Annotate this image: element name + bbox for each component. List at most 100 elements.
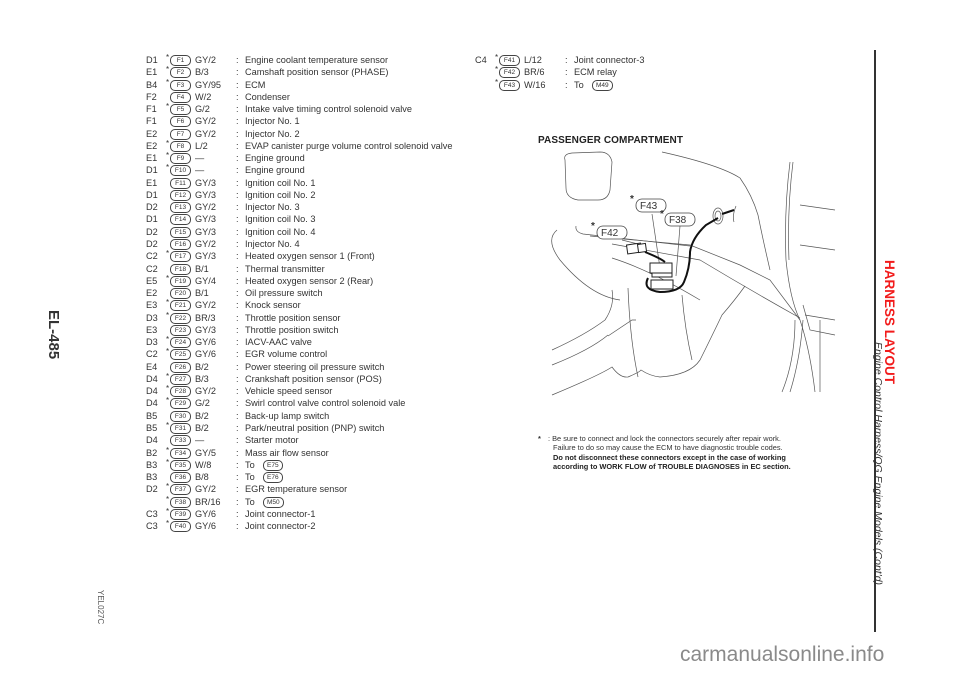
connector-badge: F10 [170, 165, 191, 177]
connector-description: Injector No. 3 [245, 202, 300, 213]
separator: : [236, 226, 239, 237]
connector-description: Swirl control valve control solenoid val… [245, 398, 406, 409]
separator: : [236, 484, 239, 495]
connector-badge: F21 [170, 300, 191, 312]
connector-description: ECM relay [574, 67, 617, 78]
note-line-3: Do not disconnect these connectors excep… [553, 452, 786, 462]
separator: : [236, 300, 239, 311]
connector-description: Vehicle speed sensor [245, 386, 333, 397]
connector-description: Power steering oil pressure switch [245, 361, 385, 372]
required-marker: * [166, 65, 170, 75]
wire-spec: GY/2 [195, 202, 216, 213]
separator: : [236, 202, 239, 213]
connector-description: Camshaft position sensor (PHASE) [245, 67, 389, 78]
connector-badge: F24 [170, 337, 191, 349]
grid-location: E3 [146, 300, 158, 311]
grid-location: E5 [146, 275, 158, 286]
grid-location: B3 [146, 472, 158, 483]
grid-location: C2 [146, 349, 158, 360]
separator: : [236, 165, 239, 176]
wire-spec: B/2 [195, 422, 209, 433]
note-line-4: according to WORK FLOW of TROUBLE DIAGNO… [553, 462, 791, 472]
wire-spec: GY/6 [195, 337, 216, 348]
connector-description: Condenser [245, 91, 290, 102]
connector-badge: F39 [170, 508, 191, 520]
separator: : [236, 177, 239, 188]
connector-description: Joint connector-3 [574, 55, 645, 65]
connector-badge: F27 [170, 373, 191, 385]
required-marker: * [166, 347, 170, 357]
connector-description: Park/neutral position (PNP) switch [245, 422, 385, 433]
diagram-title: PASSENGER COMPARTMENT [538, 135, 684, 146]
connector-description: To [245, 472, 255, 483]
grid-location: D4 [146, 398, 158, 409]
connector-badge: F38 [170, 496, 191, 508]
required-marker: * [166, 457, 170, 467]
grid-location: D4 [146, 386, 158, 397]
separator: : [236, 435, 239, 446]
wire-spec: W/2 [195, 91, 212, 102]
target-connector-badge: M50 [263, 496, 284, 508]
wire-spec: GY/2 [195, 116, 216, 127]
separator: : [236, 55, 239, 65]
wire-spec: GY/5 [195, 447, 216, 458]
separator: : [236, 459, 239, 470]
required-marker: * [166, 371, 170, 381]
wire-spec: W/16 [524, 79, 546, 90]
separator: : [236, 410, 239, 421]
connector-badge: F42 [499, 67, 520, 79]
svg-text:*: * [591, 221, 595, 232]
grid-location: D2 [146, 238, 158, 249]
grid-location: D1 [146, 165, 158, 176]
grid-location: D1 [146, 189, 158, 200]
connector-badge: F2 [170, 67, 191, 79]
grid-location: D1 [146, 214, 158, 225]
wire-spec: GY/3 [195, 214, 216, 225]
connector-row: E1*F9—:Engine ground [146, 151, 466, 165]
wire-spec: B/1 [195, 263, 209, 274]
connector-badge: F22 [170, 312, 191, 324]
separator: : [236, 140, 239, 151]
wire-spec: — [195, 435, 205, 446]
required-marker: * [166, 519, 170, 529]
connector-badge: F1 [170, 55, 191, 66]
wire-spec: G/2 [195, 104, 210, 115]
connector-badge: F43 [499, 79, 520, 91]
grid-location: B3 [146, 459, 158, 470]
note-line-2: Failure to do so may cause the ECM to ha… [553, 443, 783, 453]
grid-location: D2 [146, 202, 158, 213]
connector-badge: F4 [170, 91, 191, 103]
required-marker: * [166, 482, 170, 492]
grid-location: E1 [146, 177, 158, 188]
wire-spec: B/3 [195, 67, 209, 78]
required-marker: * [166, 273, 170, 283]
section-title: HARNESS LAYOUT [882, 260, 897, 385]
margin-rule [874, 50, 876, 632]
separator: : [565, 55, 568, 65]
required-marker: * [166, 53, 170, 62]
wire-spec: GY/3 [195, 177, 216, 188]
note-marker: * [538, 434, 541, 443]
connector-badge: F13 [170, 202, 191, 214]
connector-badge: F5 [170, 104, 191, 116]
connector-badge: F9 [170, 153, 191, 165]
separator: : [236, 386, 239, 397]
required-marker: * [166, 506, 170, 516]
connector-badge: F36 [170, 472, 191, 484]
separator: : [236, 238, 239, 249]
connector-badge: F34 [170, 447, 191, 459]
connector-description: Ignition coil No. 1 [245, 177, 316, 188]
wire-spec: G/2 [195, 398, 210, 409]
